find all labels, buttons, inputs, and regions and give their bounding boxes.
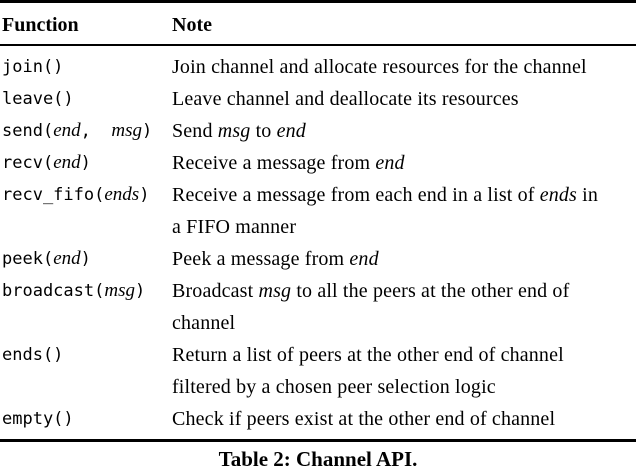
table-row: recv(end) Receive a message from end xyxy=(0,147,636,179)
note-cell: Receive a message from each end in a lis… xyxy=(172,179,636,243)
text-segment: ends xyxy=(539,184,577,206)
text-segment: Receive a message from xyxy=(172,152,376,174)
note-cell: Return a list of peers at the other end … xyxy=(172,339,636,403)
function-cell: ends() xyxy=(0,339,172,403)
text-segment: Send xyxy=(172,120,218,142)
table-row: join() Join channel and allocate resourc… xyxy=(0,51,636,83)
text-segment: end xyxy=(53,248,81,269)
top-rule xyxy=(0,0,636,3)
text-segment: ) xyxy=(139,185,150,205)
text-segment: ) xyxy=(134,281,146,301)
table-row: send(end, msg) Send msg to end xyxy=(0,115,636,147)
function-cell: send(end, msg) xyxy=(0,115,172,147)
text-segment: end xyxy=(53,120,81,141)
text-segment: ) xyxy=(80,249,91,269)
note-cell: Check if peers exist at the other end of… xyxy=(172,403,636,435)
text-segment: msg xyxy=(111,120,142,141)
text-segment: send( xyxy=(2,121,54,141)
text-segment: ) xyxy=(80,153,91,173)
text-segment: , xyxy=(80,121,112,141)
text-segment: end xyxy=(276,120,306,142)
text-segment: to all the peers at the other end of xyxy=(291,280,570,302)
text-segment: in xyxy=(576,184,598,206)
text-segment: Join channel and allocate resources for … xyxy=(172,56,587,78)
note-cell: Leave channel and deallocate its resourc… xyxy=(172,83,636,115)
text-segment: end xyxy=(349,248,379,270)
column-header-function: Function xyxy=(2,14,79,36)
text-segment: Check if peers exist at the other end of… xyxy=(172,408,556,430)
table-row: recv_fifo(ends) Receive a message from e… xyxy=(0,179,636,243)
function-cell: leave() xyxy=(0,83,172,115)
text-segment: to xyxy=(250,120,277,142)
text-segment: recv_fifo( xyxy=(2,185,105,205)
table-row: ends() Return a list of peers at the oth… xyxy=(0,339,636,403)
function-cell: empty() xyxy=(0,403,172,435)
note-cell: Broadcast msg to all the peers at the ot… xyxy=(172,275,636,339)
text-segment: msg xyxy=(258,280,292,302)
column-header-note: Note xyxy=(172,14,212,36)
text-segment: join() xyxy=(2,57,64,77)
table-row: peek(end) Peek a message from end xyxy=(0,243,636,275)
api-table-body: join() Join channel and allocate resourc… xyxy=(0,46,636,439)
text-segment: a FIFO manner xyxy=(172,216,297,238)
text-segment: filtered by a chosen peer selection logi… xyxy=(172,376,496,398)
note-cell: Join channel and allocate resources for … xyxy=(172,51,636,83)
text-segment: channel xyxy=(172,312,236,334)
text-segment: Return a list of peers at the other end … xyxy=(172,344,564,366)
text-segment: empty() xyxy=(2,409,74,429)
bottom-rule xyxy=(0,439,636,442)
note-cell: Receive a message from end xyxy=(172,147,636,179)
function-cell: recv(end) xyxy=(0,147,172,179)
table-row: leave() Leave channel and deallocate its… xyxy=(0,83,636,115)
function-cell: join() xyxy=(0,51,172,83)
text-segment: Leave channel and deallocate its resourc… xyxy=(172,88,519,110)
text-segment: end xyxy=(375,152,405,174)
table-row: empty() Check if peers exist at the othe… xyxy=(0,403,636,435)
text-segment: end xyxy=(53,152,81,173)
note-cell: Peek a message from end xyxy=(172,243,636,275)
text-segment: peek( xyxy=(2,249,54,269)
text-segment: ends xyxy=(104,184,140,205)
note-cell: Send msg to end xyxy=(172,115,636,147)
function-cell: recv_fifo(ends) xyxy=(0,179,172,243)
text-segment: Receive a message from each end in a lis… xyxy=(172,184,540,206)
table-row: broadcast(msg) Broadcast msg to all the … xyxy=(0,275,636,339)
text-segment: Peek a message from xyxy=(172,248,350,270)
text-segment: Broadcast xyxy=(172,280,259,302)
header-rule xyxy=(0,44,636,46)
text-segment: recv( xyxy=(2,153,54,173)
table-caption: Table 2: Channel API. xyxy=(218,447,418,471)
text-segment: msg xyxy=(104,280,135,301)
text-segment: broadcast( xyxy=(2,281,105,301)
text-segment: ) xyxy=(141,121,153,141)
function-cell: broadcast(msg) xyxy=(0,275,172,339)
text-segment: msg xyxy=(217,120,251,142)
text-segment: ends() xyxy=(2,345,64,365)
text-segment: leave() xyxy=(2,89,74,109)
function-cell: peek(end) xyxy=(0,243,172,275)
table-header-row: Function Note xyxy=(0,3,636,44)
